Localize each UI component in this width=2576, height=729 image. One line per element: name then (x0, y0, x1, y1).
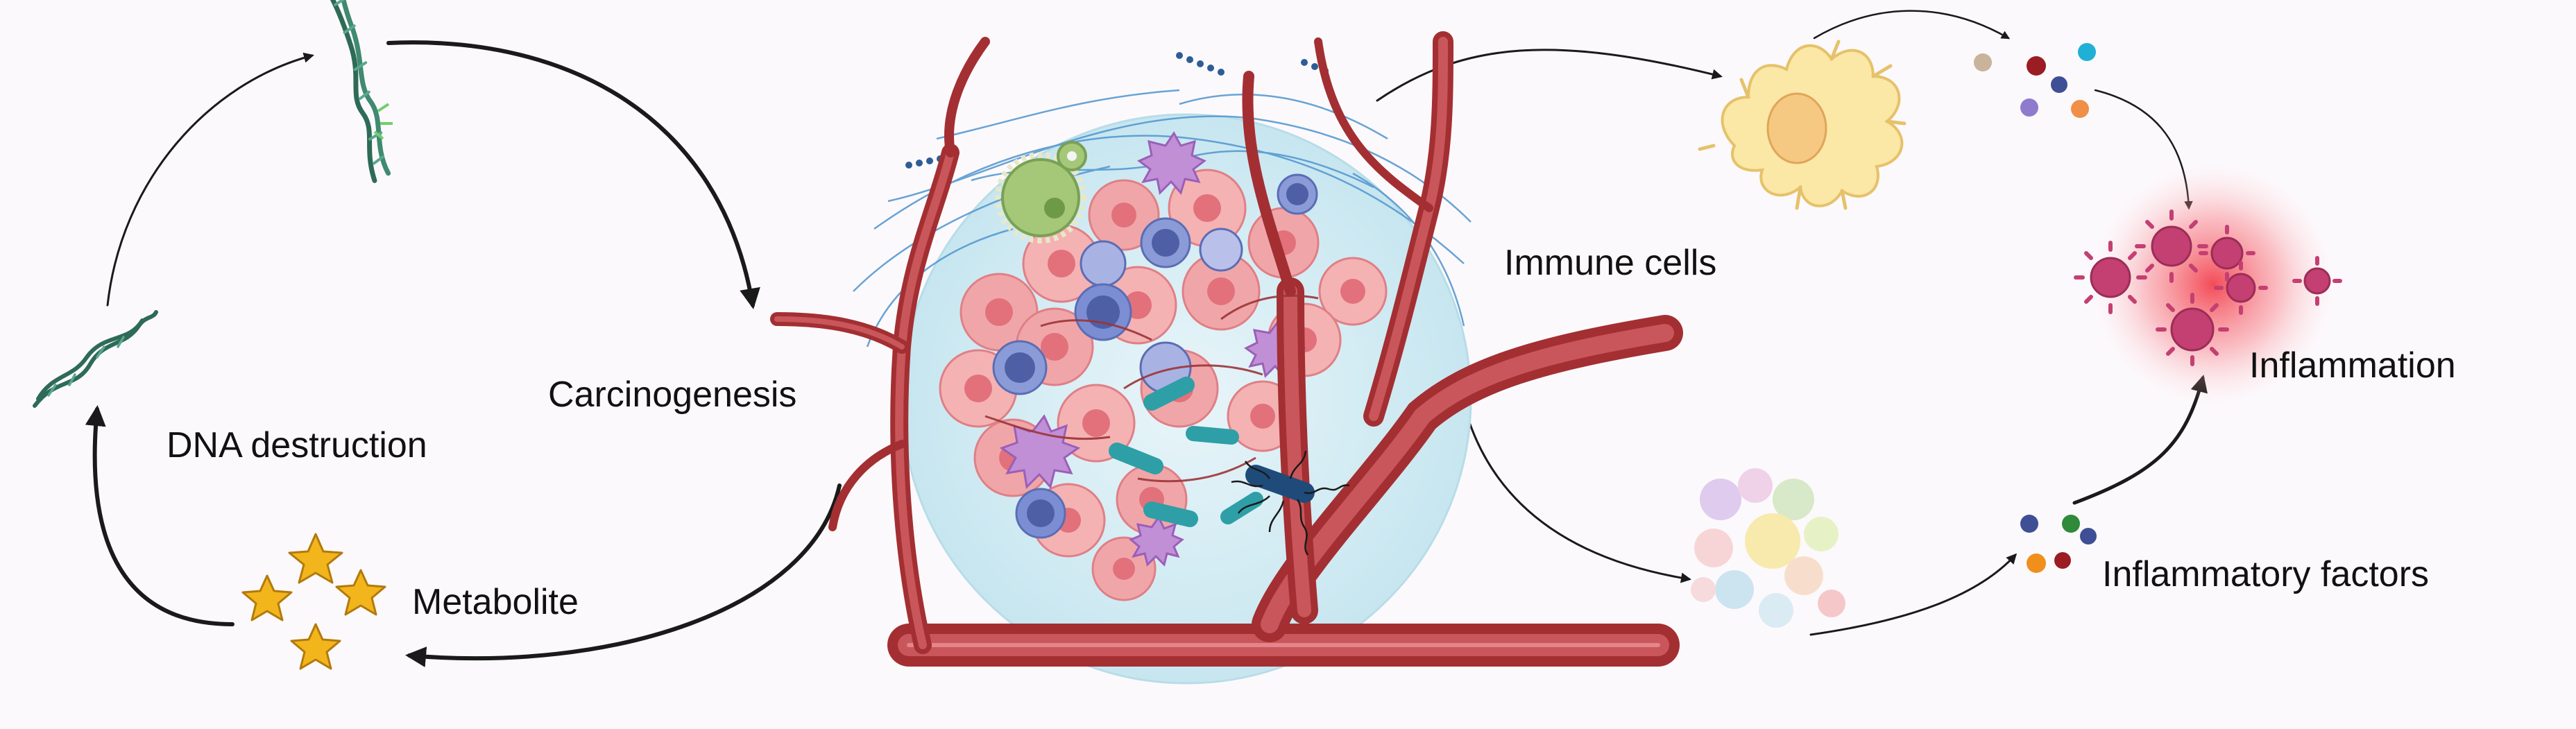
flagella (1231, 450, 1350, 556)
virus-inflammation-icon (2074, 163, 2342, 406)
arrow-tumor-to-immune (1376, 49, 1723, 102)
bacteria (1109, 377, 1315, 527)
dna-helix-icon (33, 310, 158, 408)
inflammatory-factor-dots-icon (2020, 515, 2097, 573)
arrow-dna-left-to-dna-top (106, 52, 314, 307)
dna-helix-icon (323, 0, 391, 183)
dna-break-mark (373, 103, 393, 140)
cytokine-dots-icon (1974, 43, 2096, 118)
arrow-metabolite-to-dna-left (85, 405, 234, 626)
label-carcinogenesis: Carcinogenesis (548, 375, 797, 415)
label-dna-destruction: DNA destruction (167, 425, 427, 465)
cell-cluster-icon (1691, 468, 1845, 628)
capillaries (984, 294, 1319, 483)
cycle-arrows (85, 40, 842, 667)
arrow-dna-top-to-carcinogenesis (386, 40, 760, 309)
dendritic-cell-icon (1698, 40, 1907, 210)
label-metabolite: Metabolite (412, 582, 579, 622)
arrow-carcinogenesis-to-metabolite (405, 483, 842, 667)
label-inflammation: Inflammation (2249, 345, 2456, 386)
label-inflammatory-factors: Inflammatory factors (2102, 554, 2430, 594)
arrow-tumor-to-cell-cluster (1466, 415, 1691, 583)
tumor-microenvironment-icon (770, 31, 1683, 685)
metabolite-stars-icon (241, 533, 386, 670)
arrow-cell-cluster-to-factors (1809, 553, 2018, 636)
label-immune-cells: Immune cells (1504, 243, 1717, 283)
blood-vessels (770, 31, 1683, 667)
right-arrows (1376, 10, 2208, 636)
arrow-immune-to-cytokines (1813, 10, 2011, 40)
green-cell (995, 141, 1087, 243)
